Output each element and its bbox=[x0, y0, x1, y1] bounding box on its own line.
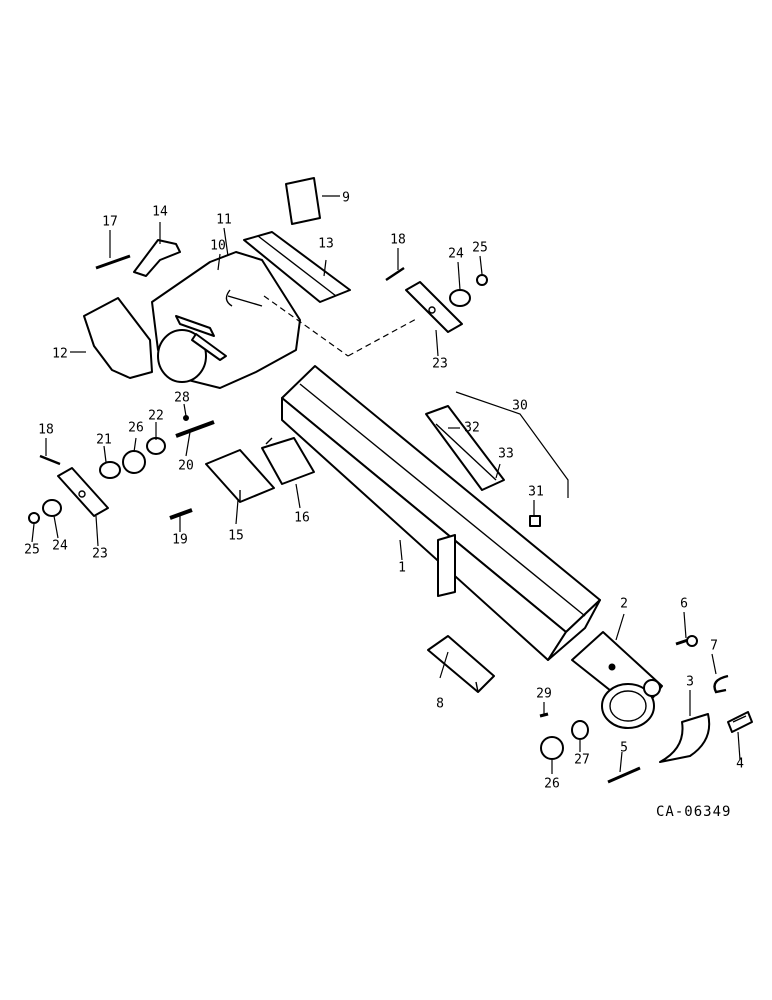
part-22-bushing bbox=[146, 437, 166, 455]
part-24-flange-bearing bbox=[42, 499, 62, 517]
part-26-sprocket bbox=[122, 450, 146, 474]
callout-22: 22 bbox=[148, 408, 164, 424]
part-25-nut bbox=[476, 274, 488, 286]
callout-11: 11 bbox=[216, 212, 232, 228]
callout-7: 7 bbox=[710, 638, 718, 654]
callout-18: 18 bbox=[38, 422, 54, 438]
part-19-pin bbox=[169, 508, 193, 520]
part-25-nut bbox=[28, 512, 40, 524]
callout-25: 25 bbox=[24, 542, 40, 558]
callout-26: 26 bbox=[544, 776, 560, 792]
part-14-bracket bbox=[133, 239, 181, 277]
part-16-plate bbox=[261, 437, 315, 485]
callout-10: 10 bbox=[210, 238, 226, 254]
part-18-bolt bbox=[39, 454, 61, 466]
part-31-link bbox=[529, 515, 541, 527]
part-27-bushing bbox=[571, 720, 589, 740]
callout-23: 23 bbox=[432, 356, 448, 372]
callout-30: 30 bbox=[512, 398, 528, 414]
callout-2: 2 bbox=[620, 596, 628, 612]
part-2-boot-housing bbox=[571, 631, 663, 729]
part-26-sprocket bbox=[540, 736, 564, 760]
part-29-pin bbox=[539, 712, 549, 718]
part-17-key bbox=[95, 254, 131, 270]
callout-5: 5 bbox=[620, 740, 628, 756]
part-6-bolt bbox=[675, 635, 698, 647]
part-24-flange-bearing bbox=[449, 289, 471, 307]
part-8-cover-plate bbox=[427, 635, 495, 693]
callout-17: 17 bbox=[102, 214, 118, 230]
callout-19: 19 bbox=[172, 532, 188, 548]
callout-8: 8 bbox=[436, 696, 444, 712]
part-18-bolt bbox=[385, 267, 405, 281]
part-4-plate bbox=[727, 711, 753, 733]
part-7-u-clip bbox=[713, 674, 729, 694]
part-28-fitting bbox=[183, 415, 189, 421]
part-15-plate bbox=[205, 449, 275, 503]
callout-1: 1 bbox=[398, 560, 406, 576]
part-3-curved-cover bbox=[659, 713, 711, 763]
callout-33: 33 bbox=[498, 446, 514, 462]
callout-21: 21 bbox=[96, 432, 112, 448]
callout-24: 24 bbox=[52, 538, 68, 554]
callout-18: 18 bbox=[390, 232, 406, 248]
callout-23: 23 bbox=[92, 546, 108, 562]
callout-6: 6 bbox=[680, 596, 688, 612]
callout-20: 20 bbox=[178, 458, 194, 474]
callout-24: 24 bbox=[448, 246, 464, 262]
callout-9: 9 bbox=[342, 190, 350, 206]
part-10-head-housing bbox=[151, 251, 301, 389]
callout-15: 15 bbox=[228, 528, 244, 544]
drawing-code: CA-06349 bbox=[656, 804, 732, 820]
callout-12: 12 bbox=[52, 346, 68, 362]
callout-3: 3 bbox=[686, 674, 694, 690]
callout-13: 13 bbox=[318, 236, 334, 252]
callout-32: 32 bbox=[464, 420, 480, 436]
part-20-shaft bbox=[175, 420, 215, 438]
part-23-bearing-plate bbox=[405, 281, 463, 333]
callout-14: 14 bbox=[152, 204, 168, 220]
callout-27: 27 bbox=[574, 752, 590, 768]
callout-26: 26 bbox=[128, 420, 144, 436]
callout-31: 31 bbox=[528, 484, 544, 500]
part-5-rod bbox=[607, 766, 641, 784]
callout-4: 4 bbox=[736, 756, 744, 772]
part-12-side-shield bbox=[83, 297, 153, 379]
callout-29: 29 bbox=[536, 686, 552, 702]
part-1-main-tube bbox=[281, 365, 601, 661]
part-21-bushing bbox=[99, 461, 121, 479]
part-32-paddle-chain bbox=[425, 405, 505, 491]
callout-16: 16 bbox=[294, 510, 310, 526]
callout-28: 28 bbox=[174, 390, 190, 406]
leader-lines bbox=[31, 195, 741, 774]
part-9-bracket bbox=[285, 177, 321, 225]
part-13-angle bbox=[243, 231, 351, 303]
part-23-bearing-plate bbox=[57, 467, 109, 517]
callout-25: 25 bbox=[472, 240, 488, 256]
